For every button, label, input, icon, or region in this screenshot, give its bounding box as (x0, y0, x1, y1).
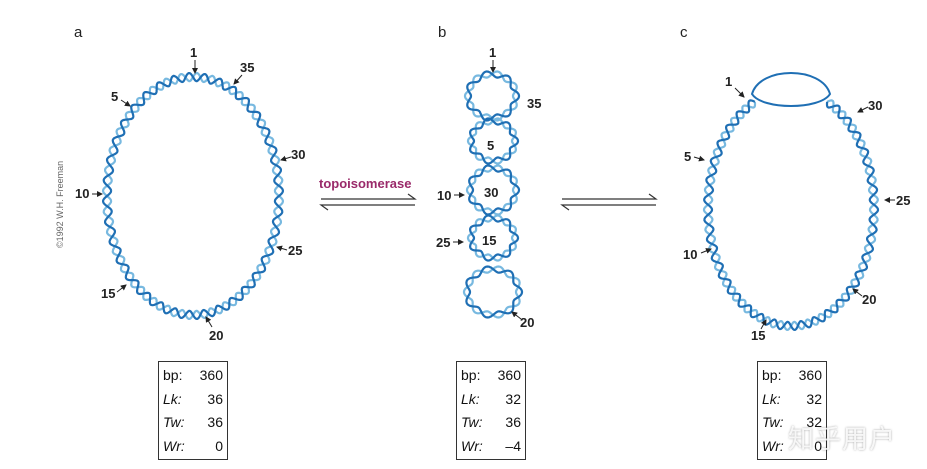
marker-a-10: 10 (75, 186, 89, 201)
marker-b-25: 25 (436, 235, 450, 250)
table-value: 36 (505, 414, 521, 430)
table-key: bp: (461, 367, 481, 383)
marker-b-5: 5 (487, 138, 494, 153)
marker-b-30: 30 (484, 185, 498, 200)
dna-strand-dark (703, 99, 880, 332)
marker-c-20: 20 (862, 292, 876, 307)
table-row: Tw: 36 (163, 411, 223, 435)
dna-strand-light (462, 265, 521, 319)
table-value: –4 (505, 437, 521, 454)
table-row: bp: 360 (762, 364, 822, 388)
dna-strand-dark (102, 72, 284, 320)
dna-strand-dark (468, 164, 521, 216)
marker-a-1: 1 (190, 45, 197, 60)
table-key: Tw: (762, 414, 784, 430)
dna-strand-dark (465, 265, 524, 319)
table-row: Lk: 32 (762, 388, 822, 412)
table-row: bp: 360 (163, 364, 223, 388)
marker-b-20: 20 (520, 315, 534, 330)
table-key: bp: (762, 367, 782, 383)
watermark: 知乎用户 (788, 425, 897, 455)
table-row: Lk: 32 (461, 388, 521, 412)
table-value: 0 (814, 437, 822, 454)
marker-a-15: 15 (101, 286, 115, 301)
enzyme-label: topoisomerase (319, 176, 411, 191)
table-row: Wr: –4 (461, 435, 521, 459)
table-value: 36 (207, 414, 223, 430)
table-key: Tw: (461, 414, 483, 430)
marker-b-15: 15 (482, 233, 496, 248)
table-row: Tw: 32 (762, 411, 822, 435)
dna-strand-light (463, 70, 518, 122)
panel-letter-c: c (680, 24, 688, 41)
unwound-bubble (750, 72, 832, 107)
marker-a-25: 25 (288, 243, 302, 258)
table-value: 360 (497, 367, 521, 383)
dna-strand-light (102, 72, 284, 320)
marker-c-30: 30 (868, 98, 882, 113)
table-key: Lk: (163, 390, 182, 407)
supercoiled-dna (462, 70, 524, 319)
marker-a-35: 35 (240, 60, 254, 75)
marker-b-35: 35 (527, 96, 541, 111)
markers-panel-b: 1 35 5 10 30 25 15 20 (436, 45, 541, 330)
dna-strand-light (702, 99, 879, 332)
marker-c-15: 15 (751, 328, 765, 343)
table-key: Wr: (461, 437, 483, 454)
marker-c-10: 10 (683, 247, 697, 262)
table-key: Lk: (461, 390, 480, 407)
table-value: 0 (215, 437, 223, 454)
dna-strand-dark (468, 214, 520, 262)
table-key: Wr: (163, 437, 185, 454)
marker-c-5: 5 (684, 149, 691, 164)
table-value: 32 (806, 414, 822, 430)
dna-strand-dark (466, 70, 521, 122)
table-key: bp: (163, 367, 183, 383)
table-key: Wr: (762, 437, 784, 454)
marker-a-30: 30 (291, 147, 305, 162)
table-value: 36 (207, 390, 223, 407)
table-key: Tw: (163, 414, 185, 430)
table-key: Lk: (762, 390, 781, 407)
dna-strand-dark (468, 117, 520, 165)
panel-letter-b: b (438, 24, 446, 41)
panel-letter-a: a (74, 24, 83, 41)
marker-a-20: 20 (209, 328, 223, 343)
table-value: 32 (806, 390, 822, 407)
markers-panel-c: 1 30 5 25 10 20 15 (683, 74, 910, 343)
partially-unwound-circular-dna (702, 99, 880, 332)
table-value: 360 (199, 367, 223, 383)
table-row: Tw: 36 (461, 411, 521, 435)
table-panel-c: bp: 360 Lk: 32 Tw: 32 Wr: 0 (757, 361, 827, 460)
marker-a-5: 5 (111, 89, 118, 104)
markers-panel-a: 1 35 5 30 10 25 15 20 (75, 45, 305, 343)
marker-b-10: 10 (437, 188, 451, 203)
table-row: Wr: 0 (163, 435, 223, 459)
table-value: 360 (798, 367, 822, 383)
copyright-note: ©1992 W.H. Freeman (55, 161, 65, 248)
marker-c-1: 1 (725, 74, 732, 89)
equilibrium-arrow-bc (560, 193, 658, 211)
table-panel-a: bp: 360 Lk: 36 Tw: 36 Wr: 0 (158, 361, 228, 460)
marker-b-1: 1 (489, 45, 496, 60)
equilibrium-arrow-ab (319, 193, 417, 211)
table-row: bp: 360 (461, 364, 521, 388)
relaxed-circular-dna (102, 72, 284, 320)
marker-c-25: 25 (896, 193, 910, 208)
table-row: Lk: 36 (163, 388, 223, 412)
table-panel-b: bp: 360 Lk: 32 Tw: 36 Wr: –4 (456, 361, 526, 460)
table-value: 32 (505, 390, 521, 407)
table-row: Wr: 0 (762, 435, 822, 459)
